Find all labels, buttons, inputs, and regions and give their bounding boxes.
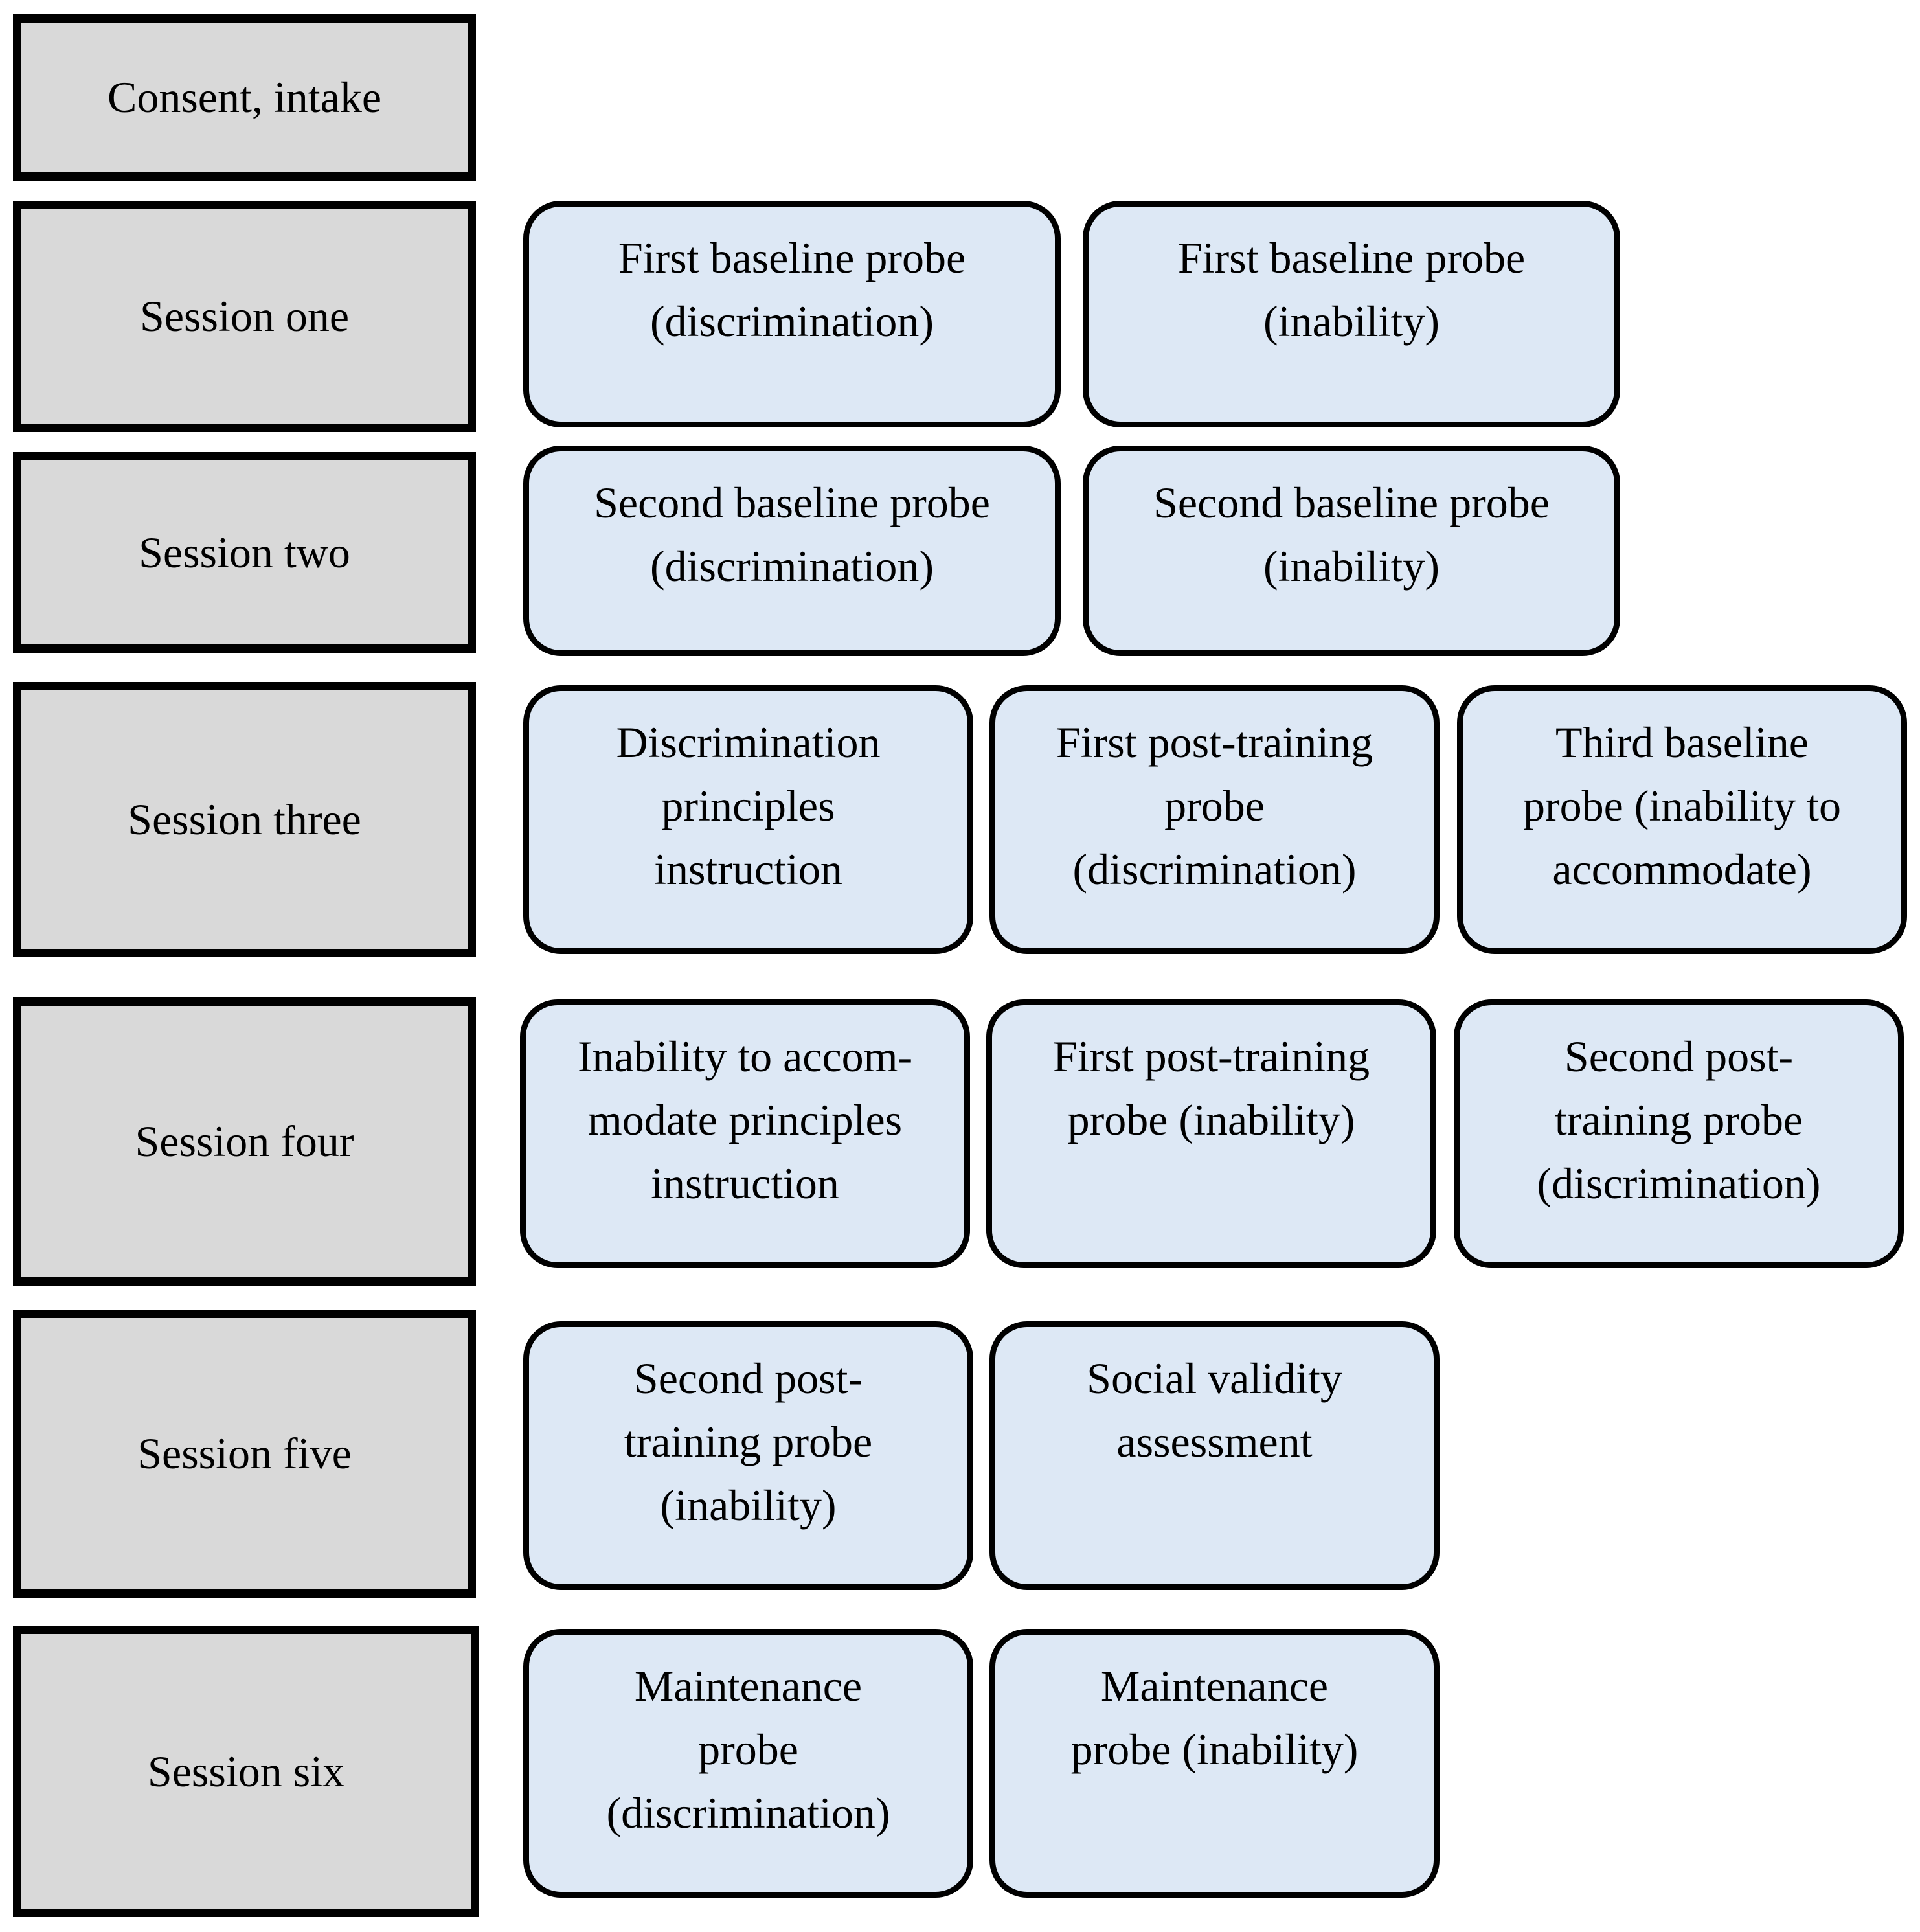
activity-label: Discrimination principles instruction (616, 718, 881, 894)
session-box-consent-intake: Consent, intake (13, 14, 476, 181)
session-label: Session one (140, 291, 349, 341)
session-label: Session six (147, 1746, 345, 1796)
session-box-session-six: Session six (13, 1626, 479, 1917)
activity-label: Maintenance probe (discrimination) (606, 1661, 890, 1837)
activity-label: First post-training probe (discriminatio… (1056, 718, 1373, 894)
activity-label: Second post- training probe (discriminat… (1537, 1032, 1821, 1208)
activity-box: First post-training probe (discriminatio… (989, 685, 1440, 954)
activity-box: First baseline probe (discrimination) (523, 201, 1061, 427)
activity-box: Inability to accom- modate principles in… (520, 999, 970, 1268)
activity-label: Third baseline probe (inability to accom… (1522, 718, 1841, 894)
session-box-session-five: Session five (13, 1310, 476, 1598)
activity-box: Third baseline probe (inability to accom… (1457, 685, 1907, 954)
activity-box: Social validity assessment (989, 1321, 1440, 1590)
activity-box: Maintenance probe (discrimination) (523, 1629, 973, 1898)
session-box-session-three: Session three (13, 682, 476, 957)
activity-box: Second baseline probe (discrimination) (523, 446, 1061, 656)
session-label: Session five (137, 1429, 352, 1479)
activity-box: First baseline probe (inability) (1083, 201, 1620, 427)
session-label: Session two (139, 527, 350, 577)
session-box-session-two: Session two (13, 452, 476, 653)
activity-box: Second post- training probe (discriminat… (1454, 999, 1904, 1268)
activity-label: Social validity assessment (1087, 1354, 1342, 1466)
activity-box: Maintenance probe (inability) (989, 1629, 1440, 1898)
activity-label: Second post- training probe (inability) (624, 1354, 873, 1530)
activity-box: Discrimination principles instruction (523, 685, 973, 954)
activity-label: First baseline probe (inability) (1177, 233, 1526, 346)
activity-label: Maintenance probe (inability) (1070, 1661, 1359, 1774)
activity-box: Second baseline probe (inability) (1083, 446, 1620, 656)
activity-box: Second post- training probe (inability) (523, 1321, 973, 1590)
session-label: Session three (128, 795, 361, 845)
activity-label: Second baseline probe (discrimination) (594, 478, 990, 591)
activity-label: First baseline probe (discrimination) (618, 233, 966, 346)
activity-label: Inability to accom- modate principles in… (577, 1032, 913, 1208)
session-label: Session four (135, 1117, 354, 1166)
activity-label: First post-training probe (inability) (1052, 1032, 1370, 1144)
session-box-session-four: Session four (13, 997, 476, 1286)
activity-label: Second baseline probe (inability) (1153, 478, 1550, 591)
activity-box: First post-training probe (inability) (986, 999, 1436, 1268)
session-box-session-one: Session one (13, 201, 476, 432)
session-label: Consent, intake (107, 73, 382, 122)
